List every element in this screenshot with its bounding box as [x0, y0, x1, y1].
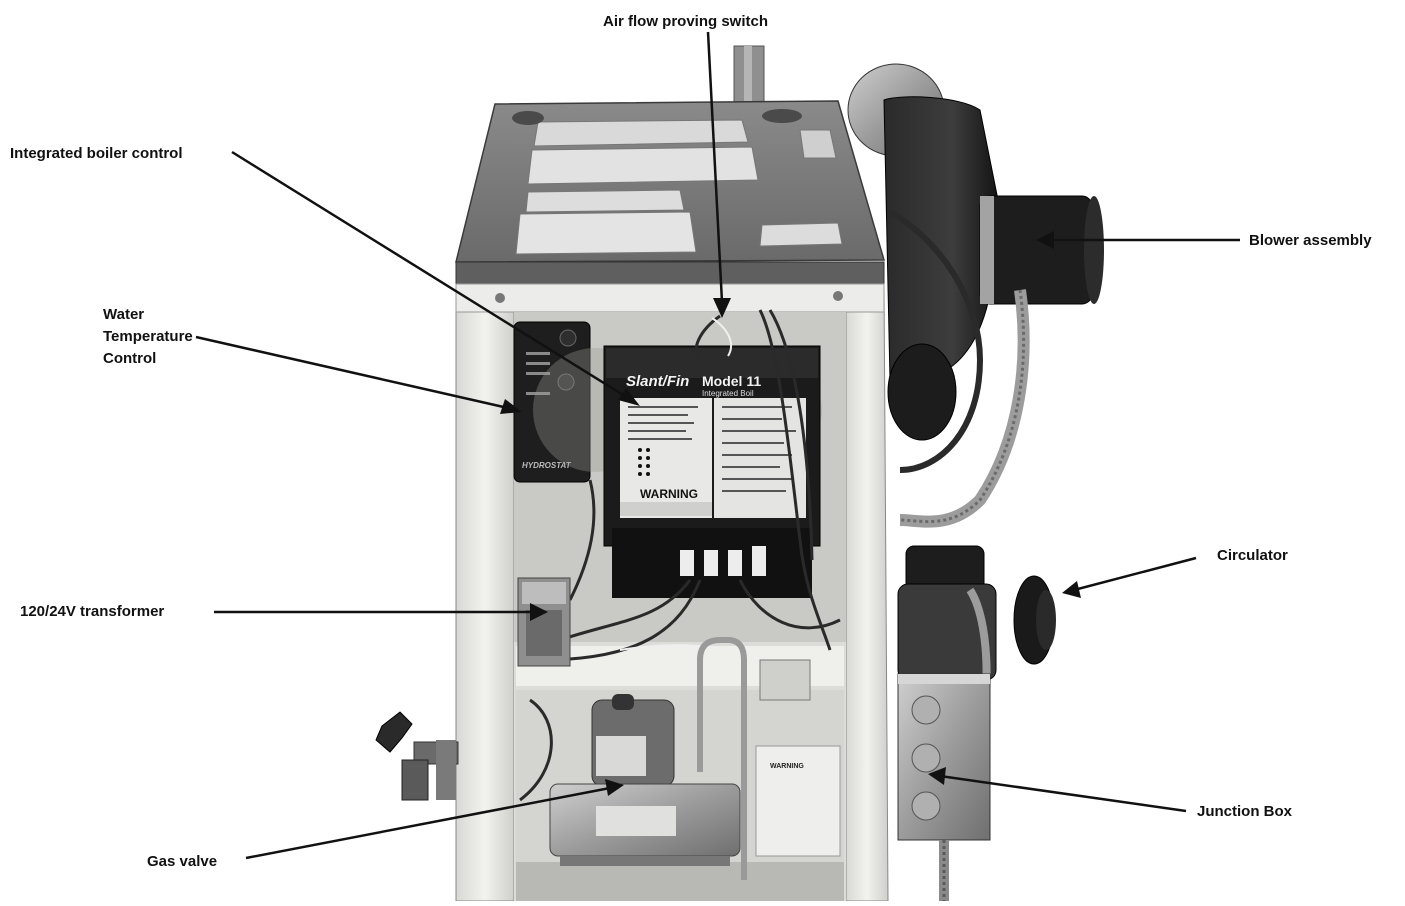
leader-gas-valve [245, 786, 611, 860]
label-integrated-boiler-control: Integrated boiler control [10, 145, 183, 162]
leader-circulator [1073, 556, 1197, 592]
label-air-flow-proving-switch: Air flow proving switch [603, 13, 769, 30]
mini-warning-label: WARNING [770, 763, 804, 770]
hydrostat-logo: HYDROSTAT [522, 461, 572, 470]
label-junction-box: Junction Box [1197, 803, 1293, 820]
label-water-temperature-2: Temperature [103, 328, 193, 345]
label-blower-assembly: Blower assembly [1249, 232, 1372, 249]
blower-assembly [847, 63, 1104, 528]
cabinet-front-right [845, 283, 889, 902]
leader-junction [939, 774, 1187, 813]
label-transformer: 120/24V transformer [20, 603, 165, 620]
panel-warning: WARNING [640, 487, 698, 501]
leader-lines [195, 31, 1240, 860]
panel-brand: Slant/Fin [626, 373, 689, 390]
label-gas-valve: Gas valve [147, 853, 218, 870]
circulator [897, 545, 1056, 722]
leader-boiler-control [231, 150, 629, 400]
label-water-temperature-1: Water [103, 306, 145, 323]
leader-water-temp [195, 335, 509, 410]
label-water-temperature-3: Control [103, 350, 157, 367]
drain-valve [375, 711, 459, 801]
junction-box [897, 673, 991, 901]
label-circulator: Circulator [1217, 547, 1288, 564]
arrowheads [500, 231, 1081, 796]
leader-air-flow [706, 31, 724, 303]
panel-model: Model 11 [702, 373, 761, 389]
panel-subtitle: Integrated Boil [702, 389, 754, 398]
